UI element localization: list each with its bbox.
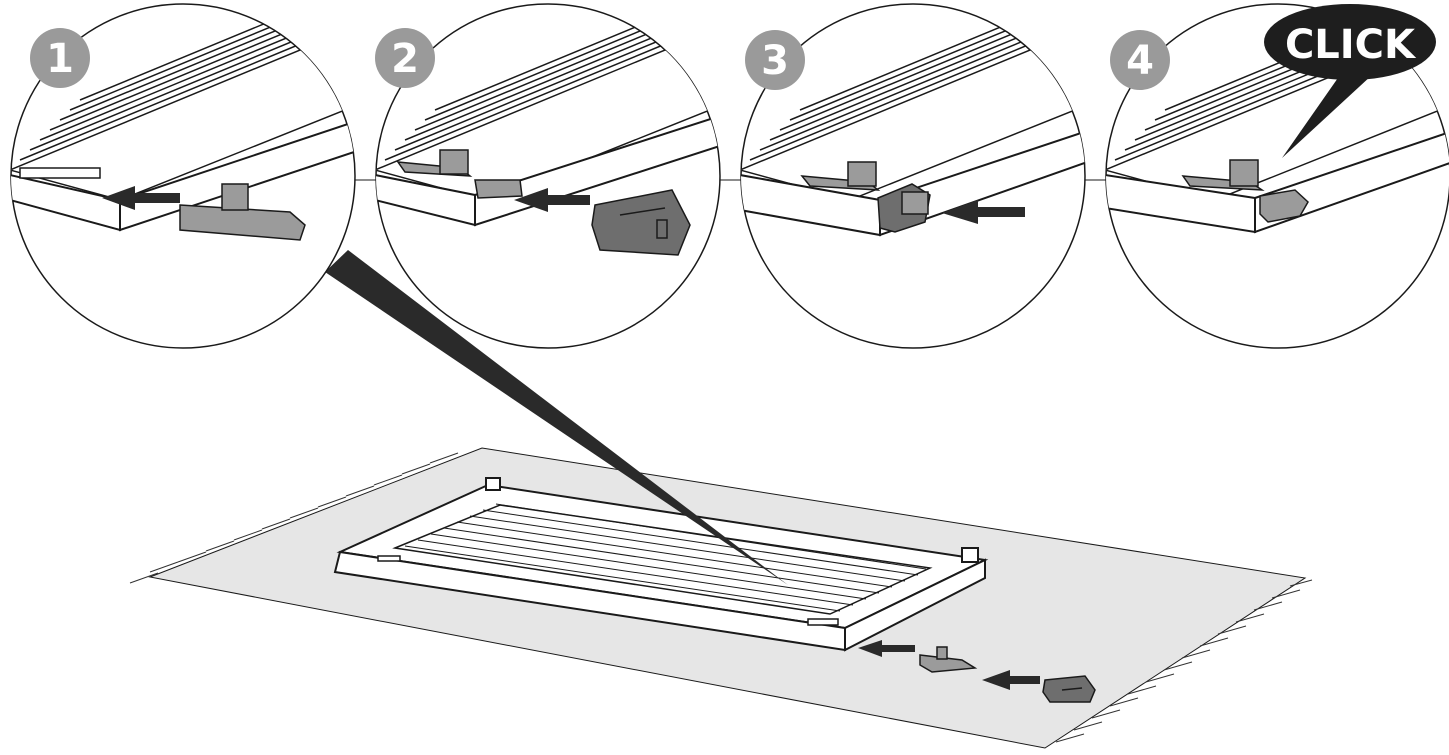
step-1-detail: 1 (10, 3, 356, 349)
gate-panel (333, 477, 989, 652)
click-label: CLICK (1285, 22, 1417, 68)
step-4-detail: 4 CLICK (1105, 3, 1449, 349)
zoom-leader (325, 250, 788, 585)
push-arrow-icon (982, 670, 1040, 690)
end-cap-icon (877, 183, 931, 233)
push-arrow-icon (102, 186, 180, 210)
step-3-number: 3 (761, 38, 789, 84)
step-3-badge: 3 (745, 30, 805, 90)
bottom-parts (858, 640, 1096, 703)
gate-slats (404, 503, 927, 612)
step-4-badge: 4 (1110, 30, 1170, 90)
slider-clip-icon (800, 161, 881, 191)
step-2-number: 2 (391, 36, 419, 82)
push-arrow-icon (858, 640, 915, 657)
slider-clip-icon (919, 646, 978, 673)
step-1-number: 1 (46, 36, 74, 82)
step-1-badge: 1 (30, 28, 90, 88)
push-arrow-icon (514, 188, 590, 212)
mat-hatch-left (129, 452, 459, 584)
step-2-badge: 2 (375, 28, 435, 88)
slider-clip-icon (179, 183, 306, 241)
push-arrow-icon (942, 200, 1025, 224)
step-3-detail: 3 (740, 3, 1086, 349)
step-4-number: 4 (1126, 38, 1154, 84)
mat-hatch-right (1055, 579, 1313, 743)
step-2-detail: 2 (375, 3, 721, 349)
end-cap-icon (1259, 189, 1309, 223)
slider-clip-icon (396, 149, 523, 199)
end-cap-icon (591, 189, 691, 256)
end-cap-icon (1042, 675, 1096, 703)
slider-clip-icon (1181, 159, 1265, 191)
click-callout: CLICK (1264, 4, 1436, 158)
